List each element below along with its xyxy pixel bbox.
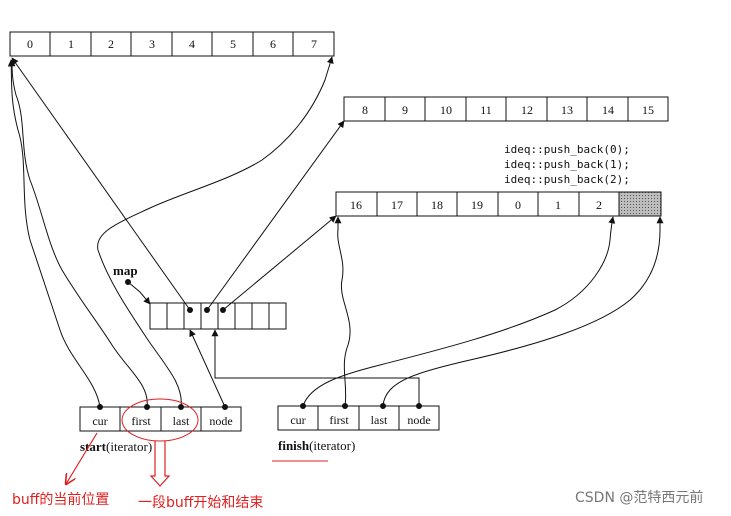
buffer-3-cell: 18 [431,198,443,212]
buffer-1-cell: 3 [149,37,155,51]
buffer-2-cell: 12 [521,103,533,117]
finish-field: node [407,413,430,427]
buffer-1-cell: 1 [68,37,74,51]
start-iterator: cur first last node start(iterator) [79,404,242,454]
map-array: map [113,263,287,330]
finish-label-bold: finish [278,438,310,453]
buffer-2-cell: 15 [642,103,654,117]
buffer-2-cell: 13 [561,103,573,117]
push-back-code: ideq::push_back(0); ideq::push_back(1); … [504,143,630,186]
buffer-3-cell: 0 [515,198,521,212]
start-field: first [131,414,151,428]
start-label-bold: start [80,439,107,454]
finish-label-rest: (iterator) [309,438,355,453]
start-label-rest: (iterator) [106,439,152,454]
buffer-1-cell: 7 [311,37,317,51]
start-pointers [7,56,334,408]
map-label: map [113,263,138,278]
finish-field: last [371,413,388,427]
start-label: start(iterator) [80,439,152,454]
cur-annotation: buff的当前位置 [12,491,109,508]
range-annotation: 一段buff开始和结束 [138,495,263,511]
buffer-2-cell: 10 [440,103,452,117]
buffer-1: 0 1 2 3 4 5 6 7 [9,31,335,57]
buffer-3-cell: 2 [596,198,602,212]
start-field: node [209,414,232,428]
buffer-1-cell: 4 [189,37,195,51]
start-field: last [173,414,190,428]
buffer-3-cell: 19 [471,198,483,212]
buffer-2-cell: 8 [362,103,368,117]
start-field: cur [92,414,107,428]
buffer-3-cell: 17 [391,198,403,212]
finish-iterator: cur first last node finish(iterator) [272,403,440,462]
finish-field: cur [290,413,305,427]
finish-pointers [211,216,664,407]
buffer-1-cell: 0 [27,37,33,51]
finish-label: finish(iterator) [278,438,355,453]
map-node-pointers [11,57,345,311]
buffer-3-cell: 16 [350,198,362,212]
buffer-2: 8 9 10 11 12 13 14 15 [343,96,669,122]
red-annotations: buff的当前位置 一段buff开始和结束 [12,398,263,511]
buffer-2-cell: 11 [480,103,492,117]
buffer-3: 16 17 18 19 0 1 2 [335,191,662,217]
buffer-2-cell: 9 [402,103,408,117]
code-line: ideq::push_back(1); [504,158,630,171]
buffer-1-cell: 6 [270,37,276,51]
finish-field: first [329,413,349,427]
buffer-1-cell: 2 [108,37,114,51]
watermark: CSDN @范特西元前 [575,489,703,506]
buffer-3-cell: 1 [555,198,561,212]
buffer-2-cell: 14 [602,103,614,117]
code-line: ideq::push_back(0); [504,143,630,156]
buffer-1-cell: 5 [230,37,236,51]
code-line: ideq::push_back(2); [504,173,630,186]
